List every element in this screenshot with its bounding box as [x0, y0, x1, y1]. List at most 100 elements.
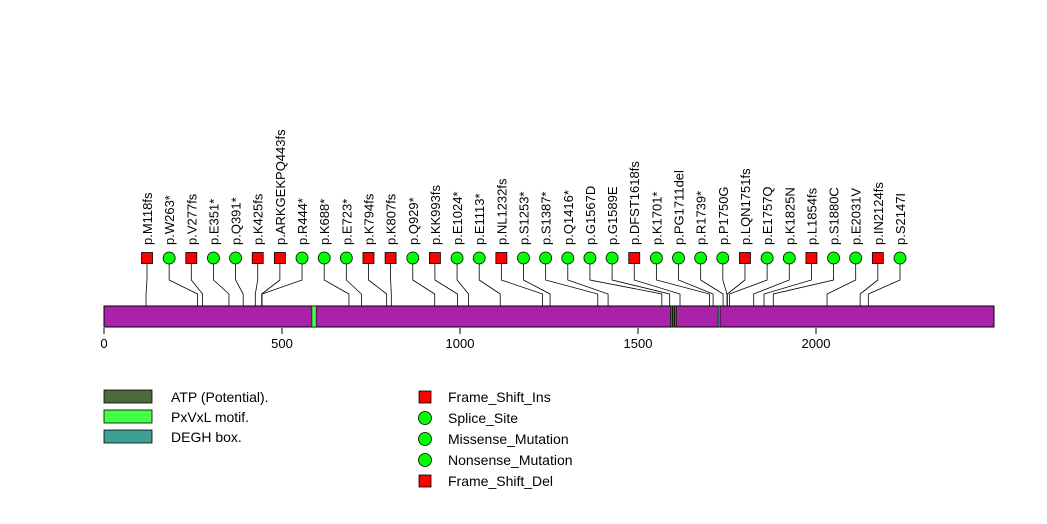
- mutation-marker-square: [871, 252, 884, 264]
- region-block: [670, 305, 673, 328]
- mutation-label: p.K1701*: [649, 192, 664, 246]
- mutation-label: p.R444*: [295, 198, 310, 245]
- axis-tick-label: 2000: [802, 336, 831, 351]
- mutation-label: p.K794fs: [361, 193, 376, 245]
- mutation-label: p.E2031V: [849, 188, 864, 245]
- legend-marker-square: [418, 474, 432, 488]
- legend-label: Splice_Site: [448, 410, 518, 426]
- mutation-label: p.M118fs: [140, 192, 155, 245]
- mutation-marker-circle: [561, 251, 575, 265]
- mutation-marker-square: [739, 252, 751, 264]
- protein-regions: [311, 305, 721, 328]
- legend-swatch: [103, 389, 153, 404]
- mutation-marker-square: [805, 252, 818, 264]
- mutation-label: p.PG1711del: [672, 170, 687, 245]
- mutation-marker-circle: [694, 251, 708, 265]
- mutation-label: p.S1880C: [827, 187, 842, 245]
- mutation-marker-square: [141, 252, 153, 264]
- mutation-label: p.E1113*: [472, 193, 487, 245]
- mutation-marker-circle: [539, 251, 553, 265]
- legend-label: Missense_Mutation: [448, 431, 569, 447]
- mutation-label: p.W263*: [162, 195, 177, 245]
- mutation-markers: [141, 251, 907, 265]
- mutation-marker-circle: [716, 251, 730, 265]
- mutation-label: p.E1024*: [450, 192, 465, 246]
- mutation-label: p.Q929*: [406, 197, 421, 245]
- mutation-label: p.K807fs: [384, 193, 399, 245]
- mutation-label: p.G1567D: [583, 186, 598, 245]
- legend-marker-circle: [418, 411, 432, 425]
- mutation-label: p.Q1416*: [561, 190, 576, 245]
- mutation-label: p.DFST1618fs: [627, 161, 642, 245]
- axis-tick-label: 1500: [624, 336, 653, 351]
- mutation-marker-circle: [162, 251, 176, 265]
- mutation-marker-circle: [450, 251, 464, 265]
- mutation-label: p.P1750G: [716, 186, 731, 245]
- mutation-marker-circle: [760, 251, 774, 265]
- region-block: [674, 305, 677, 328]
- axis-tick-label: 500: [271, 336, 293, 351]
- mutation-label: p.KK993fs: [428, 185, 443, 245]
- mutation-label: p.E351*: [206, 199, 221, 245]
- legend-mutations: Frame_Shift_InsSplice_SiteMissense_Mutat…: [418, 389, 573, 489]
- mutation-marker-circle: [583, 251, 597, 265]
- mutation-marker-square: [185, 252, 198, 264]
- mutation-label: p.IN2124fs: [871, 182, 886, 245]
- mutation-label: p.S1387*: [539, 192, 554, 246]
- mutation-label: p.ARKGEKPQ443fs: [273, 129, 288, 245]
- mutation-label: p.NL1232fs: [494, 178, 509, 245]
- mutation-marker-square: [628, 252, 641, 264]
- legend-label: ATP (Potential).: [171, 389, 269, 405]
- mutation-marker-circle: [893, 251, 907, 265]
- mutation-label: p.L1854fs: [804, 187, 819, 245]
- mutation-marker-circle: [849, 251, 863, 265]
- legend-marker-square: [418, 390, 432, 404]
- mutation-label: p.K688*: [317, 199, 332, 245]
- mutation-marker-square: [362, 252, 375, 264]
- mutation-label: p.K1825N: [782, 187, 797, 245]
- legend-label: PxVxL motif.: [171, 409, 249, 425]
- mutation-marker-circle: [406, 251, 420, 265]
- mutation-label: p.S1253*: [517, 192, 532, 246]
- legend-marker-circle: [418, 453, 432, 467]
- axis-tick-label: 1000: [446, 336, 475, 351]
- mutation-label: p.Q391*: [229, 197, 244, 245]
- mutation-marker-circle: [672, 251, 685, 265]
- mutation-marker-circle: [472, 251, 486, 265]
- legend-label: DEGH box.: [171, 429, 242, 445]
- mutation-labels: p.M118fs p.W263* p.V277fs p.E351* p.Q391* p.K…: [140, 129, 908, 245]
- region-block: [672, 305, 675, 328]
- mutation-marker-circle: [207, 251, 220, 265]
- legend-label: Frame_Shift_Ins: [448, 389, 551, 405]
- mutation-label: p.S2147I: [893, 193, 908, 245]
- mutation-marker-circle: [782, 251, 796, 265]
- mutation-marker-square: [273, 252, 286, 264]
- axis-tick-label: 0: [100, 336, 107, 351]
- legend-label: Nonsense_Mutation: [448, 452, 573, 468]
- mutation-marker-circle: [229, 251, 242, 265]
- mutation-marker-circle: [605, 251, 619, 265]
- position-axis: 0 500 1000 1500 2000: [100, 328, 830, 351]
- mutation-marker-square: [251, 252, 264, 264]
- mutation-marker-circle: [339, 251, 353, 265]
- mutation-marker-circle: [517, 251, 530, 265]
- mutation-marker-square: [429, 252, 441, 264]
- legend-marker-circle: [418, 432, 432, 446]
- legend-regions: ATP (Potential). PxVxL motif. DEGH box.: [103, 389, 269, 445]
- mutation-marker-circle: [317, 251, 331, 265]
- mutation-label: p.LQN1751fs: [738, 168, 753, 245]
- protein-track: [103, 305, 995, 328]
- legend-label: Frame_Shift_Del: [448, 473, 553, 489]
- mutation-label: p.V277fs: [184, 193, 199, 245]
- mutation-marker-square: [495, 252, 508, 264]
- mutation-marker-square: [384, 252, 397, 264]
- mutation-label: p.R1739*: [694, 191, 709, 245]
- mutation-marker-circle: [295, 251, 309, 265]
- region-block: [717, 305, 721, 328]
- mutation-label: p.G1589E: [605, 186, 620, 245]
- legend-swatch: [103, 429, 153, 444]
- mutation-label: p.E1757Q: [760, 186, 775, 245]
- mutation-label: p.K425fs: [251, 193, 266, 245]
- mutation-label: p.E723*: [339, 199, 354, 245]
